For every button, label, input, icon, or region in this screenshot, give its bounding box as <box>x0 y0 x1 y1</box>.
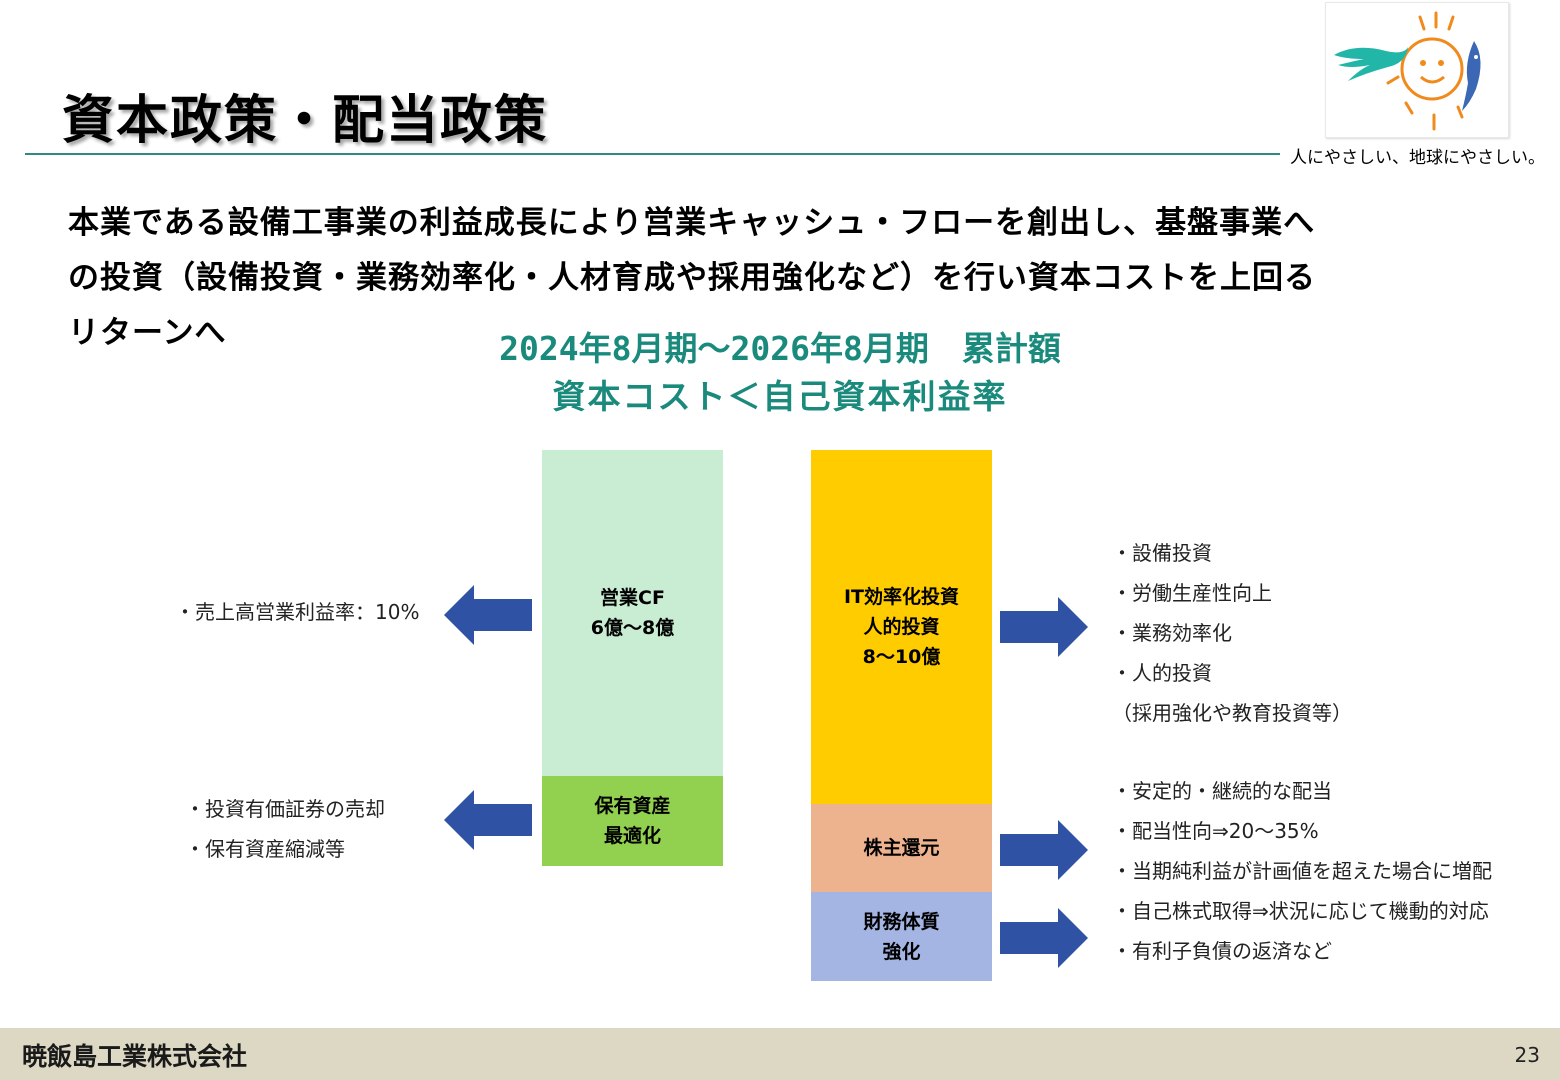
block-label: 財務体質 <box>863 910 940 933</box>
page-title: 資本政策・配当政策 <box>62 91 549 151</box>
tagline: 人にやさしい、地球にやさしい。 <box>1290 148 1545 168</box>
block-label: IT効率化投資 <box>843 586 960 608</box>
investment-notes: ・設備投資 ・労働生産性向上 ・業務効率化 ・人的投資 （採用強化や教育投資等） <box>1112 533 1352 733</box>
page-number: 23 <box>1514 1043 1540 1067</box>
left-arrow-icon <box>444 790 532 850</box>
block-label: 株主還元 <box>863 837 940 859</box>
right-arrow-icon <box>1000 908 1088 968</box>
note-item: ・業務効率化 <box>1112 621 1232 645</box>
lead-line: リターンへ <box>68 315 227 351</box>
note-item: ・自己株式取得⇒状況に応じて機動的対応 <box>1112 899 1489 923</box>
note-item: ・有利子負債の返済など <box>1112 939 1332 963</box>
footer-bar <box>0 1028 1560 1080</box>
operating-cf-block: 営業CF 6億～8億 <box>542 450 723 776</box>
lead-line: 本業である設備工事業の利益成長により営業キャッシュ・フローを創出し、基盤事業へ <box>68 205 1316 241</box>
right-arrow-icon <box>1000 597 1088 657</box>
sun-bird-fish-logo-icon <box>1334 11 1481 131</box>
asset-optimization-block: 保有資産 最適化 <box>542 776 723 866</box>
lead-paragraph: 本業である設備工事業の利益成長により営業キャッシュ・フローを創出し、基盤事業へ … <box>68 196 1478 361</box>
block-label: 人的投資 <box>863 616 940 638</box>
margin-note: ・売上高営業利益率：10% <box>175 600 420 624</box>
title-divider <box>25 153 1280 155</box>
note-item: ・人的投資 <box>1112 661 1212 685</box>
company-logo <box>1325 2 1509 138</box>
block-label: 保有資産 <box>594 795 671 817</box>
right-arrow-icon <box>1000 820 1088 880</box>
block-label: 強化 <box>882 940 921 963</box>
lead-line: の投資（設備投資・業務効率化・人材育成や採用強化など）を行い資本コストを上回る <box>68 260 1316 296</box>
left-arrow-icon <box>444 585 532 645</box>
period-subtitle: 2024年8月期～2026年8月期 累計額 <box>499 329 1061 368</box>
note-item: ・安定的・継続的な配当 <box>1112 779 1332 803</box>
note-item: ・設備投資 <box>1112 541 1212 565</box>
block-label: 最適化 <box>603 825 661 847</box>
note-item: （採用強化や教育投資等） <box>1112 701 1352 725</box>
it-investment-block: IT効率化投資 人的投資 8～10億 <box>811 450 992 804</box>
financial-strength-block: 財務体質 強化 <box>811 892 992 981</box>
note-item: ・労働生産性向上 <box>1112 581 1272 605</box>
asset-notes: ・投資有価証券の売却 ・保有資産縮減等 <box>185 789 385 869</box>
note-item: ・投資有価証券の売却 <box>185 797 385 821</box>
note-item: ・当期純利益が計画値を超えた場合に増配 <box>1112 859 1492 883</box>
return-notes: ・安定的・継続的な配当 ・配当性向⇒20～35% ・当期純利益が計画値を超えた場… <box>1112 771 1492 971</box>
note-item: ・保有資産縮減等 <box>185 837 345 861</box>
block-value: 8～10億 <box>862 646 941 668</box>
roe-subtitle: 資本コスト＜自己資本利益率 <box>552 377 1008 416</box>
shareholder-return-block: 株主還元 <box>811 804 992 892</box>
block-value: 6億～8億 <box>590 617 675 639</box>
company-name: 暁飯島工業株式会社 <box>22 1042 248 1071</box>
note-item: ・配当性向⇒20～35% <box>1112 819 1319 843</box>
block-label: 営業CF <box>600 587 665 609</box>
